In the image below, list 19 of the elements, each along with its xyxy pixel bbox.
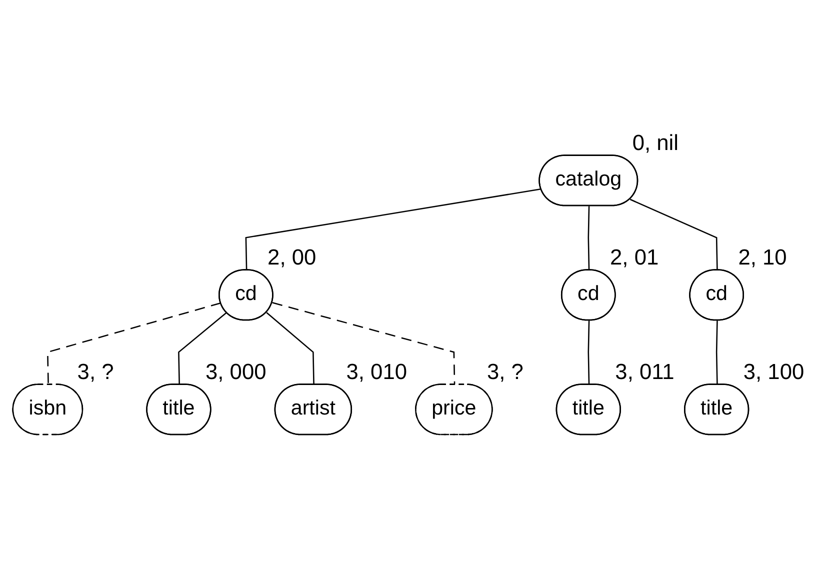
connector — [630, 199, 718, 271]
connector — [716, 320, 718, 386]
node-annotation: 3, 000 — [206, 360, 266, 384]
node-annotation: 3, ? — [487, 360, 524, 384]
connector — [266, 312, 314, 386]
node-annotation: 0, nil — [632, 130, 679, 156]
connector — [272, 302, 456, 386]
node-annotation: 3, ? — [77, 360, 114, 384]
connector — [588, 320, 590, 386]
node-annotation: 3, 011 — [615, 360, 674, 384]
connector — [47, 302, 222, 386]
node-annotation: 3, 100 — [743, 360, 804, 384]
connector — [178, 312, 227, 386]
connector — [245, 188, 542, 271]
node-annotation: 2, 01 — [610, 245, 659, 270]
node-annotation: 2, 10 — [738, 245, 787, 270]
connector — [588, 206, 590, 271]
node-annotation: 3, 010 — [346, 360, 408, 384]
node-annotation: 2, 00 — [268, 245, 316, 270]
